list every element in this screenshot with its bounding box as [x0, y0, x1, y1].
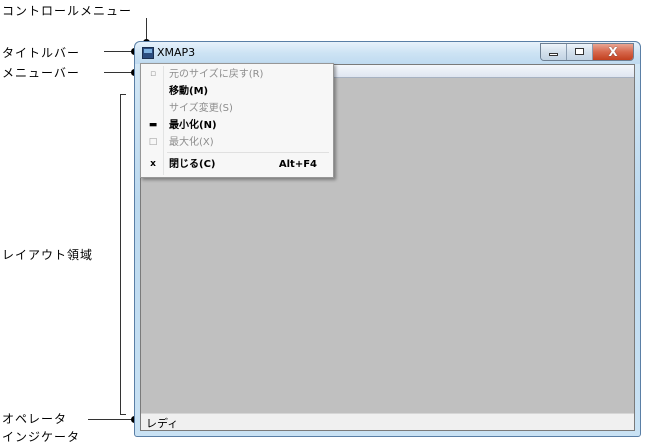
close-button[interactable]: X [593, 44, 633, 60]
leader-line-control-menu [146, 18, 147, 42]
menu-item-minimize[interactable]: ▬ 最小化(N) [143, 117, 331, 134]
menu-item-close[interactable]: x 閉じる(C) Alt+F4 [143, 156, 331, 173]
bracket-layout-area-bottom [120, 414, 126, 415]
annotation-title-bar: タイトルバー [2, 46, 81, 60]
annotation-menu-bar: メニューバー [2, 66, 80, 80]
app-window: XMAP3 X レディ [134, 41, 641, 437]
menu-item-label: 元のサイズに戻す(R) [169, 69, 264, 80]
app-window-icon[interactable] [142, 47, 154, 59]
menu-separator [167, 152, 329, 153]
menu-item-maximize[interactable]: □ 最大化(X) [143, 134, 331, 151]
window-title: XMAP3 [157, 46, 196, 59]
status-text: レディ [146, 417, 179, 430]
menu-item-move[interactable]: 移動(M) [143, 83, 331, 100]
maximize-icon: □ [148, 137, 158, 147]
annotation-layout-area: レイアウト領域 [2, 248, 94, 262]
menu-item-accelerator: Alt+F4 [278, 159, 317, 170]
annotation-operator-indicator-1: オペレータ [2, 412, 68, 426]
control-menu: ▫ 元のサイズに戻す(R) 移動(M) サイズ変更(S) ▬ 最小化(N) □ … [140, 63, 334, 178]
maximize-icon [575, 48, 584, 55]
bracket-layout-area-top [120, 94, 126, 95]
menu-item-label: サイズ変更(S) [169, 103, 233, 114]
caption-buttons: X [540, 43, 634, 61]
minimize-button[interactable] [541, 44, 567, 60]
client-area: レディ [140, 64, 635, 431]
menu-item-label: 移動(M) [169, 86, 209, 97]
annotation-control-menu: コントロールメニュー [2, 4, 133, 18]
close-icon: X [608, 45, 618, 59]
minimize-icon: ▬ [148, 120, 158, 130]
operator-indicator: レディ [141, 413, 634, 430]
menu-item-label: 閉じる(C) [169, 159, 216, 170]
bracket-layout-area-vertical [120, 94, 121, 414]
close-icon: x [150, 159, 156, 169]
annotation-operator-indicator-2: インジケータ [2, 430, 81, 444]
menu-item-restore[interactable]: ▫ 元のサイズに戻す(R) [143, 66, 331, 83]
leader-line-title-bar [104, 51, 134, 52]
menu-item-label: 最大化(X) [169, 137, 214, 148]
minimize-icon [549, 53, 558, 56]
leader-line-operator-indicator [88, 419, 134, 420]
menu-item-label: 最小化(N) [169, 120, 217, 131]
leader-line-menu-bar [104, 72, 134, 73]
menu-item-size[interactable]: サイズ変更(S) [143, 100, 331, 117]
menu-gutter [163, 66, 164, 175]
title-bar[interactable]: XMAP3 X [135, 42, 640, 64]
maximize-button[interactable] [567, 44, 593, 60]
restore-icon: ▫ [149, 69, 157, 79]
